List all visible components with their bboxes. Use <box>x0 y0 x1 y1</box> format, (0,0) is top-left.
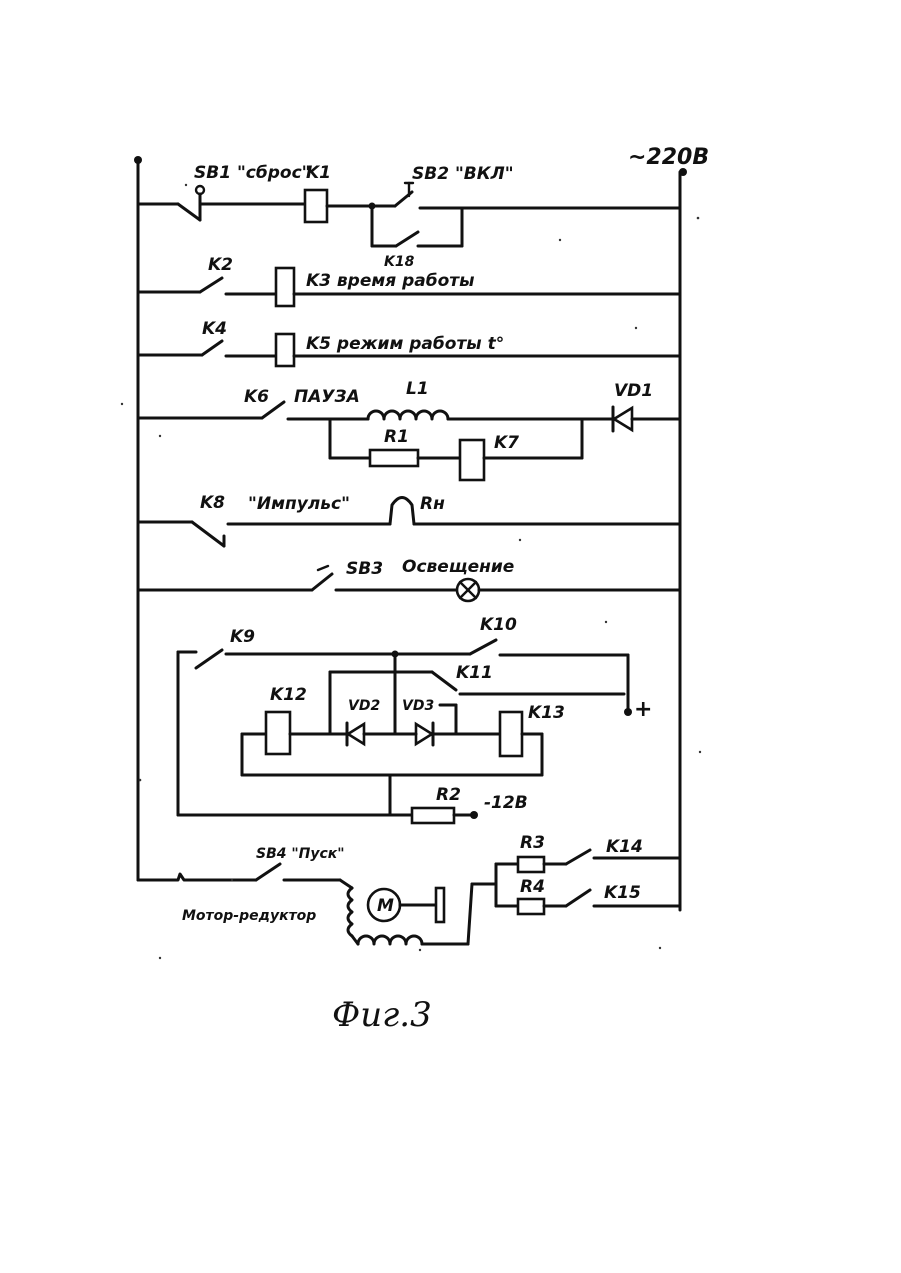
resistor-r2 <box>412 808 454 823</box>
dc-control-block <box>178 640 632 823</box>
label-m: M <box>377 896 394 916</box>
label-k1: K1 <box>306 163 331 183</box>
label-pause: ПАУЗА <box>294 387 360 407</box>
label-motor: Мотор-редуктор <box>182 908 316 924</box>
label-k12: K12 <box>270 685 307 705</box>
label-k15: K15 <box>604 883 641 903</box>
diode-vd3 <box>416 723 433 745</box>
label-k2: K2 <box>208 255 233 275</box>
rung-k6-l1-vd1 <box>138 402 680 480</box>
label-k5: K5 режим работы t° <box>306 334 504 354</box>
resistor-r4 <box>518 899 544 914</box>
label-k13: K13 <box>528 703 565 723</box>
relay-coil-k13 <box>500 712 522 756</box>
inductor-l1 <box>368 411 448 419</box>
label-sb4: SB4 "Пуск" <box>256 846 345 862</box>
label-r3: R3 <box>520 833 545 853</box>
heater-rn <box>390 498 414 525</box>
relay-coil-k5 <box>276 334 294 366</box>
label-vd3: VD3 <box>402 698 434 714</box>
label-r2: R2 <box>436 785 461 805</box>
label-sb2: SB2 "ВКЛ" <box>412 164 514 184</box>
label-r1: R1 <box>384 427 409 447</box>
label-k18: K18 <box>384 254 415 270</box>
label-k3: K3 время работы <box>306 271 475 291</box>
label-minus12: -12В <box>484 793 528 813</box>
rung-sb4-motor <box>138 850 680 944</box>
diode-vd2 <box>347 723 364 745</box>
label-k11: K11 <box>456 663 493 683</box>
motor-winding-1 <box>348 888 352 936</box>
figure-caption: Фиг.3 <box>332 995 432 1035</box>
relay-coil-k1 <box>305 190 327 222</box>
motor-winding-2 <box>358 936 422 944</box>
label-k10: K10 <box>480 615 517 635</box>
label-impulse: "Импульс" <box>248 494 350 514</box>
label-k9: K9 <box>230 627 255 647</box>
label-lighting: Освещение <box>402 557 514 577</box>
label-k6: K6 <box>244 387 269 407</box>
relay-coil-k3 <box>276 268 294 306</box>
label-k14: K14 <box>606 837 643 857</box>
label-l1: L1 <box>406 379 429 399</box>
rung-sb1-k1-sb2 <box>138 183 680 246</box>
label-vd1: VD1 <box>614 381 653 401</box>
label-k8: K8 <box>200 493 225 513</box>
label-k4: K4 <box>202 319 227 339</box>
relay-coil-k12 <box>266 712 290 754</box>
label-sb3: SB3 <box>346 559 383 579</box>
resistor-r3 <box>518 857 544 872</box>
label-rn: Rн <box>420 494 445 514</box>
label-sb1: SB1 "сброс" <box>194 163 311 183</box>
label-k7: K7 <box>494 433 519 453</box>
label-r4: R4 <box>520 877 545 897</box>
relay-coil-k7 <box>460 440 484 480</box>
diode-vd1 <box>613 407 632 431</box>
lamp-icon <box>457 579 479 601</box>
label-vd2: VD2 <box>348 698 380 714</box>
label-plus: + <box>634 697 652 722</box>
label-supply: ~220В <box>628 145 709 170</box>
resistor-r1 <box>370 450 418 466</box>
